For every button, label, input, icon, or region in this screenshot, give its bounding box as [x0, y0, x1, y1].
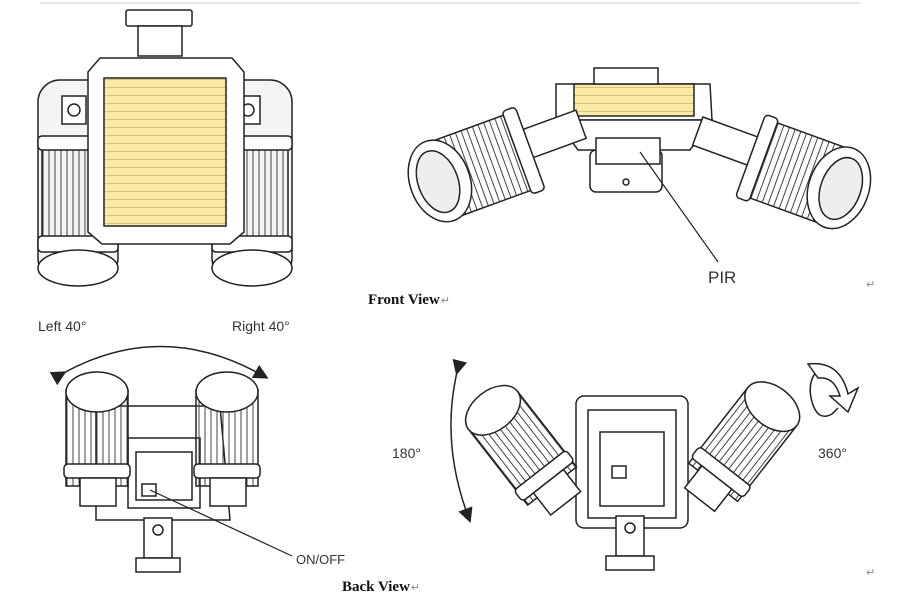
vertical-rotation-label: 180° — [392, 445, 421, 461]
on-off-label: ON/OFF — [296, 552, 346, 567]
return-mark: ↵ — [440, 295, 451, 307]
front-view-text: Front View — [368, 292, 440, 308]
pir-label: PIR — [708, 268, 737, 287]
front-view-caption: Front View↵ — [368, 292, 450, 309]
right-angle-label: Right 40° — [232, 318, 290, 334]
solar-light-top-icon — [37, 9, 293, 287]
back-view-text: Back View — [342, 579, 410, 595]
return-mark-top: ↵ — [866, 278, 876, 291]
horizontal-rotation-label: 360° — [818, 445, 847, 461]
back-view-caption: Back View↵ — [342, 579, 420, 596]
solar-light-front-icon — [407, 67, 872, 263]
return-mark-bottom: ↵ — [866, 566, 876, 579]
return-mark: ↵ — [410, 582, 421, 594]
solar-light-back-icon — [49, 345, 293, 573]
solar-light-rotate-icon — [450, 358, 860, 571]
left-angle-label: Left 40° — [38, 318, 87, 334]
